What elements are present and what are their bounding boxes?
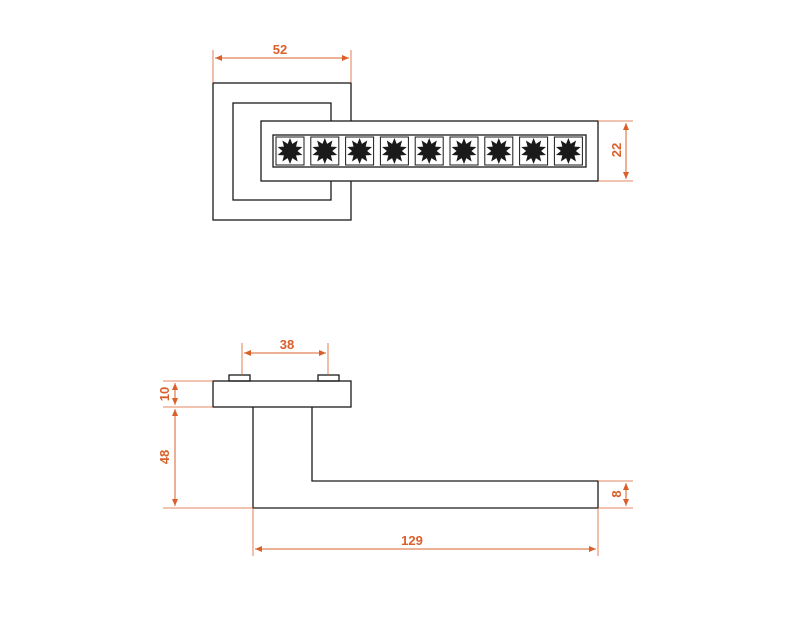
crystal-cell bbox=[553, 136, 583, 166]
dimension-rose-thickness-label: 10 bbox=[157, 387, 172, 401]
crystal-cell bbox=[310, 136, 340, 166]
crystal-cell bbox=[449, 136, 479, 166]
crystal-cell bbox=[379, 136, 409, 166]
dimension-neck-height-label: 48 bbox=[157, 450, 172, 464]
dimension-screw-spacing: 38 bbox=[241, 337, 329, 375]
dimension-lever-thickness-label: 8 bbox=[609, 490, 624, 497]
crystal-cell bbox=[519, 136, 549, 166]
star-crystal-icon bbox=[521, 138, 546, 164]
star-crystal-icon bbox=[312, 138, 338, 164]
top-view bbox=[212, 82, 599, 221]
crystal-cell bbox=[275, 136, 305, 166]
star-crystal-icon bbox=[277, 138, 303, 164]
dimension-lever-length-label: 129 bbox=[401, 533, 423, 548]
star-crystal-icon bbox=[347, 138, 372, 164]
dimension-rose-thickness: 10 bbox=[157, 380, 213, 408]
rose-plate bbox=[212, 380, 352, 408]
screw-head-left bbox=[228, 374, 251, 382]
crystal-row bbox=[275, 136, 583, 166]
star-crystal-icon bbox=[416, 138, 442, 164]
star-crystal-icon bbox=[556, 138, 581, 164]
dimension-lever-thickness: 8 bbox=[598, 480, 633, 509]
dimension-screw-spacing-label: 38 bbox=[280, 337, 294, 352]
dimension-rose-width: 52 bbox=[212, 42, 352, 83]
star-crystal-icon bbox=[451, 138, 477, 164]
screw-head-right bbox=[317, 374, 340, 382]
crystal-strip bbox=[272, 134, 587, 168]
side-view bbox=[212, 374, 599, 509]
star-crystal-icon bbox=[486, 138, 512, 164]
star-crystal-icon bbox=[382, 138, 407, 164]
dimension-lever-height-label: 22 bbox=[609, 143, 624, 157]
crystal-cell bbox=[414, 136, 444, 166]
dimension-lever-length: 129 bbox=[252, 508, 599, 556]
dimension-lever-height: 22 bbox=[598, 120, 633, 182]
dimension-neck-height: 48 bbox=[157, 409, 253, 509]
crystal-cell bbox=[484, 136, 514, 166]
lever-profile bbox=[252, 407, 599, 509]
crystal-cell bbox=[345, 136, 375, 166]
dimension-rose-width-label: 52 bbox=[273, 42, 287, 57]
